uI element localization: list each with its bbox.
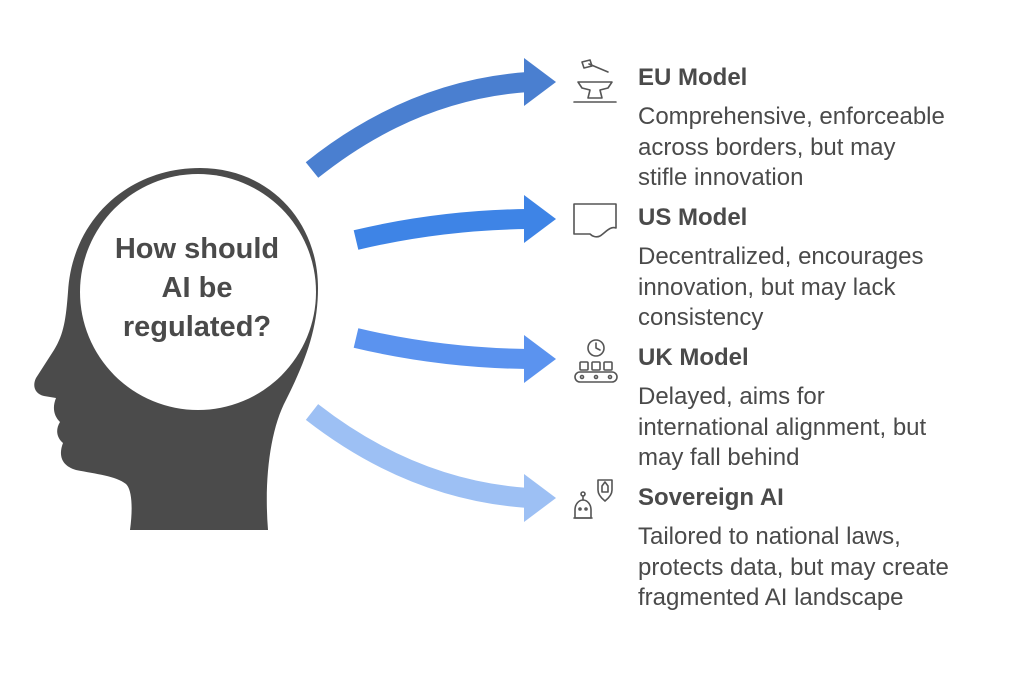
option-title: US Model [638, 204, 748, 231]
option-description: Delayed, aims for international alignmen… [638, 382, 1018, 474]
robot-shield-icon [573, 479, 613, 519]
option-description-line: Tailored to national laws, [638, 523, 901, 550]
arrow-eu [305, 58, 556, 178]
clock-conveyor-icon [574, 339, 618, 383]
option-description-line: Delayed, aims for [638, 383, 825, 410]
option-description-line: innovation, but may lack [638, 273, 896, 301]
anvil-hammer-icon [573, 59, 617, 103]
option-title: UK Model [638, 344, 749, 371]
option-description-line: protects data, but may create [638, 553, 949, 581]
central-question: How should AI be regulated? [92, 230, 302, 347]
option-description-line: Decentralized, encourages [638, 243, 924, 270]
option-description: Tailored to national laws, protects data… [638, 522, 1018, 614]
document-icon [573, 203, 617, 238]
head-circle [80, 174, 316, 410]
option-description-line: stifle innovation [638, 164, 804, 191]
option-description-line: international alignment, but [638, 413, 927, 441]
option-description-line: Comprehensive, enforceable [638, 103, 945, 130]
arrow-sovereign [305, 404, 556, 522]
option-description-line: may fall behind [638, 444, 800, 471]
option-description-line: fragmented AI landscape [638, 584, 904, 611]
option-description-line: across borders, but may [638, 133, 896, 161]
question-line-1: How should [114, 233, 280, 265]
option-title: EU Model [638, 64, 748, 91]
option-title: Sovereign AI [638, 484, 784, 511]
option-description: Comprehensive, enforceable across border… [638, 102, 1018, 194]
arrow-us [353, 195, 556, 250]
option-description-line: consistency [638, 304, 764, 331]
question-line-2: AI be [161, 272, 233, 304]
question-line-3: regulated? [122, 311, 272, 343]
option-description: Decentralized, encourages innovation, bu… [638, 242, 1018, 334]
arrow-uk [353, 328, 556, 383]
